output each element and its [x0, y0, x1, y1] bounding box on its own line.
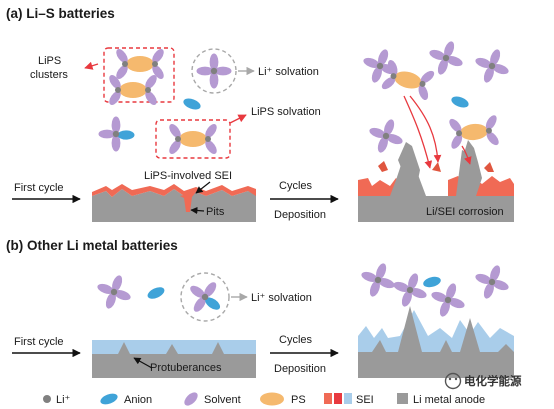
ps-legend-icon: [260, 392, 284, 406]
corrosion-arrow: [409, 95, 442, 163]
deposition-label-b: Deposition: [274, 363, 326, 375]
li-solvation-complex: [91, 269, 137, 315]
legend-anion: Anion: [124, 394, 152, 406]
anion: [451, 96, 469, 108]
li-solvation-circle-b: [180, 272, 230, 322]
li-solvation-label-b: Li⁺ solvation: [251, 292, 312, 304]
panel-b-title: (b) Other Li metal batteries: [6, 238, 178, 253]
legend-ps: PS: [291, 394, 306, 406]
legend-anode: Li metal anode: [413, 394, 485, 406]
protuberances-pointer: [133, 357, 153, 369]
legend-sei: SEI: [356, 394, 374, 406]
li-solvation-complex: [469, 259, 515, 305]
lips-sei-pointer: [195, 181, 211, 194]
anion: [183, 98, 201, 110]
lips-sei-label: LiPS-involved SEI: [144, 170, 232, 182]
watermark-text: 电化学能源: [464, 374, 522, 388]
li-anode-a-right: [358, 150, 514, 222]
sei-legend-swatch-dark-red: [334, 393, 342, 404]
corrosion-arrow: [403, 95, 433, 169]
solvent-legend-icon: [184, 392, 198, 406]
corrosion-arrow: [461, 145, 472, 165]
legend-solvent: Solvent: [204, 394, 241, 406]
first-cycle-label-b: First cycle: [14, 336, 64, 348]
li-solvation-label: Li⁺ solvation: [258, 66, 319, 78]
wechat-icon: [444, 372, 462, 390]
li-solvation-complex: [98, 116, 135, 152]
corrosion-label: Li/SEI corrosion: [426, 206, 504, 218]
lips-clusters-arrow: [84, 61, 99, 70]
lips-cluster-box: [103, 47, 175, 103]
pits-label: Pits: [206, 206, 225, 218]
sei-legend-swatch-red: [324, 393, 332, 404]
li-anode-a-left: [92, 189, 256, 222]
cycles-label-b: Cycles: [279, 334, 313, 346]
first-cycle-label-a: First cycle: [14, 182, 64, 194]
legend: Li⁺ Anion Solvent PS SEI Li metal anode: [43, 392, 485, 406]
li-solvation-complex: [196, 53, 232, 89]
lips-molecule: [378, 56, 438, 104]
li-ion-legend-icon: [43, 395, 51, 403]
li-solvation-complex: [355, 257, 401, 303]
li-anode-b-right: [358, 306, 514, 378]
anode-legend-swatch: [397, 393, 408, 404]
lips-clusters-label-line2: clusters: [30, 69, 68, 81]
lips-solvation-label: LiPS solvation: [251, 106, 321, 118]
pits-pointer: [190, 206, 205, 215]
lips-molecule: [113, 47, 167, 81]
dendrite: [462, 140, 482, 196]
lips-molecule: [166, 122, 220, 156]
sei-layer-a-right: [358, 178, 402, 196]
li-anode-b-left: [92, 342, 256, 378]
lips-solvation-box: [155, 119, 231, 159]
watermark: 电化学能源: [444, 372, 522, 390]
lips-molecule: [446, 112, 502, 152]
anion: [147, 287, 165, 299]
dendrite: [398, 142, 420, 180]
sei-shard: [484, 162, 494, 172]
pit: [180, 192, 196, 212]
panel-a-title: (a) Li–S batteries: [6, 6, 115, 21]
sei-legend-swatch-blue: [344, 393, 352, 404]
sei-shard: [432, 162, 441, 172]
lips-clusters-label-line1: LiPS: [38, 55, 61, 67]
cycles-label-a: Cycles: [279, 180, 313, 192]
anion-legend-icon: [100, 393, 118, 405]
li-solvation-complex: [469, 43, 515, 89]
protuberances-label: Protuberances: [150, 362, 222, 374]
li-solvation-circle: [191, 48, 237, 94]
sei-shard: [378, 161, 388, 172]
deposition-label-a: Deposition: [274, 209, 326, 221]
li-solvation-complex: [387, 267, 433, 313]
anion: [423, 276, 441, 288]
sei-layer-a-left: [92, 184, 256, 197]
legend-li: Li⁺: [56, 394, 71, 406]
lips-solvation-arrow: [229, 114, 247, 124]
